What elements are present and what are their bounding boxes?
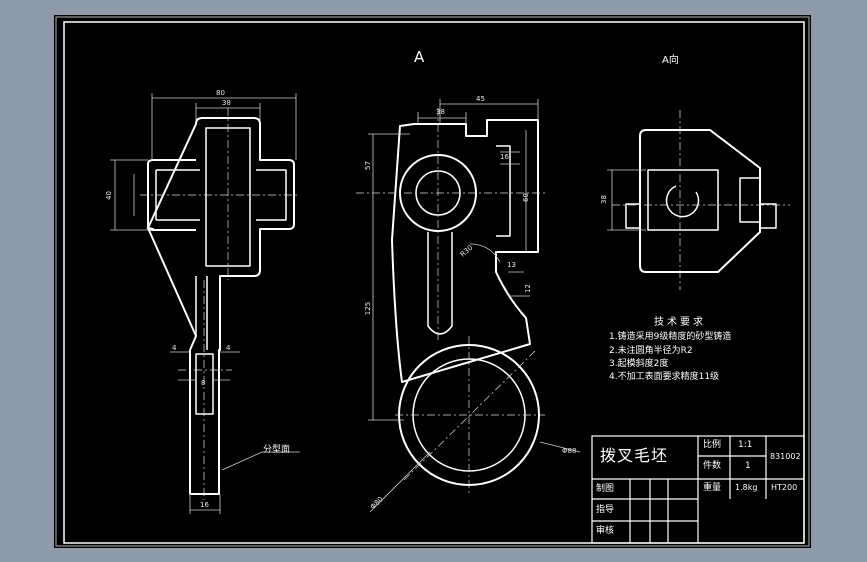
middle-view [356, 108, 545, 495]
part-name: 拨叉毛坯 [600, 446, 669, 465]
dim-mid-16: 16 [500, 153, 509, 161]
middle-view-body [391, 119, 539, 383]
weight-value: 1.8kg [735, 483, 758, 492]
left-view-dims [110, 93, 300, 514]
right-view-block [639, 129, 761, 273]
drawing-number: 831002 [770, 452, 801, 461]
title-block [591, 435, 805, 544]
right-view-bore-arc [665, 185, 700, 218]
drawn-by-label: 制图 [596, 484, 615, 494]
left-view-shank [189, 276, 214, 494]
dim-left-80: 80 [216, 89, 225, 97]
dim-left-38: 38 [222, 99, 231, 107]
left-view [140, 108, 300, 500]
parting-surface-label: 分型面 [263, 445, 291, 455]
quantity-label: 件数 [703, 461, 722, 471]
right-view-centerline [612, 110, 790, 290]
dim-mid-12: 12 [523, 284, 532, 293]
right-view-inner [647, 169, 719, 231]
dim-mid-38: 38 [436, 108, 445, 116]
dim-left-4a: 4 [172, 344, 177, 352]
dim-mid-125: 125 [364, 301, 373, 316]
right-view [612, 110, 790, 290]
middle-view-dims [368, 99, 581, 513]
reviewer-label: 审核 [596, 526, 615, 536]
outer-frame [55, 16, 810, 547]
middle-view-centerline [356, 108, 545, 495]
left-view-cross-arm [147, 159, 196, 231]
tech-req-title: 技术要求 [654, 317, 706, 328]
middle-view-slot [496, 145, 511, 237]
dim-left-40: 40 [104, 191, 113, 200]
dim-mid-57: 57 [363, 161, 372, 170]
dim-left-16: 16 [200, 501, 209, 509]
scale-value: 1:1 [738, 440, 753, 450]
right-view-lugs [625, 203, 777, 229]
left-view-outline [146, 117, 295, 495]
tech-req-item-4: 4.不加工表面要求精度11级 [609, 372, 720, 382]
left-view-inner-arm [155, 169, 287, 221]
dim-mid-45: 45 [476, 95, 485, 103]
dim-right-38: 38 [599, 195, 608, 204]
inner-frame [63, 21, 805, 544]
dim-mid-60: 60 [521, 193, 530, 202]
section-a-label: A [414, 48, 425, 66]
tech-req-item-2: 2.未注圆角半径为R2 [609, 346, 693, 356]
dim-mid-d88: Φ88 [562, 447, 577, 455]
left-view-inner-hub [205, 127, 251, 267]
instructor-label: 指导 [596, 505, 615, 515]
view-a-label: A向 [662, 55, 679, 66]
scale-label: 比例 [703, 440, 722, 450]
dim-mid-13: 13 [507, 261, 516, 269]
middle-view-rib [427, 232, 453, 335]
dim-left-8: 8 [201, 379, 206, 387]
weight-label: 重量 [703, 483, 722, 493]
material-value: HT200 [771, 483, 798, 492]
right-view-dims [607, 169, 646, 231]
dim-left-4b: 4 [226, 344, 231, 352]
tech-req-item-3: 3.起模斜度2度 [609, 359, 669, 369]
drawing-sheet [54, 15, 811, 548]
tech-req-item-1: 1.铸造采用9级精度的砂型铸造 [609, 332, 732, 342]
left-view-centerline [140, 108, 300, 280]
quantity-value: 1 [745, 461, 751, 471]
left-view-shank-centerline [178, 280, 232, 500]
